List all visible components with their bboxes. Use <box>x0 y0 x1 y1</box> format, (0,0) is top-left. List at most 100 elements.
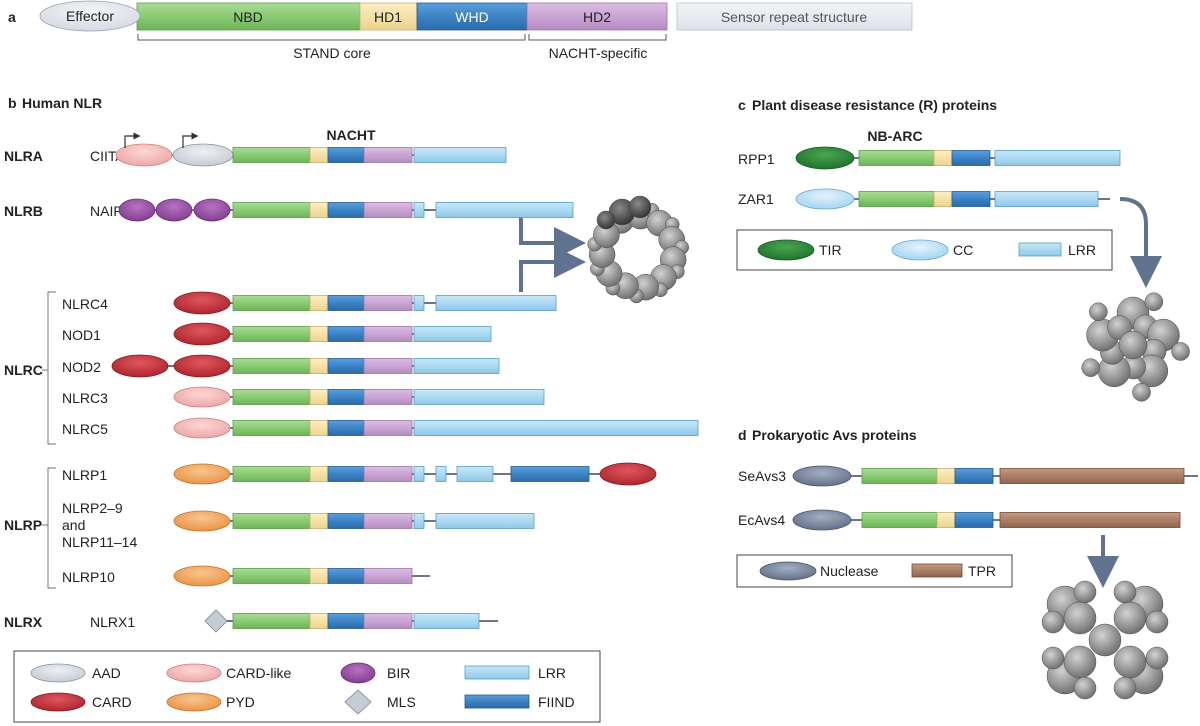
hd1-label: HD1 <box>374 9 402 25</box>
avs-tetramer-structure <box>1041 580 1169 700</box>
hd1-domain <box>936 468 956 484</box>
nacht-header: NACHT <box>327 127 376 143</box>
legend-mls: MLS <box>387 694 416 710</box>
plant-r-rows <box>795 146 1121 210</box>
hd1-domain <box>309 613 329 629</box>
whd-domain <box>327 295 365 311</box>
panel-a-letter: a <box>8 9 16 25</box>
protein-nlrp1: NLRP1 <box>62 467 107 483</box>
panel-c-title: Plant disease resistance (R) proteins <box>752 97 997 113</box>
protein-nod1: NOD1 <box>62 327 101 343</box>
protein-nlrp11-14: NLRP11–14 <box>62 534 137 550</box>
hd2-domain <box>363 202 413 218</box>
legend-tir: TIR <box>819 242 842 258</box>
cc-icon <box>891 239 949 261</box>
inflammasome-arrow-icon <box>519 246 586 292</box>
avs-subunit <box>1113 645 1147 679</box>
nbd-domain <box>232 420 311 436</box>
hd1-domain <box>309 513 329 529</box>
panel-d-letter: d <box>738 427 747 443</box>
card-domain-icon <box>173 291 231 315</box>
protein-nlrp-and: and <box>62 517 85 533</box>
whd-domain <box>327 326 365 342</box>
cc-domain-icon <box>795 188 855 210</box>
nuc-domain-icon <box>792 465 852 487</box>
lrr-icon <box>464 665 530 680</box>
nbd-domain <box>232 295 311 311</box>
hd2-domain <box>363 466 413 482</box>
human-nlr-legend-box <box>13 650 601 723</box>
resistosome-subunit <box>1144 292 1164 312</box>
tpr-domain <box>999 512 1181 528</box>
avs-subunit <box>1073 580 1097 604</box>
avs-subunit <box>1063 601 1097 635</box>
hd2-domain <box>363 295 413 311</box>
protein-nlrp10: NLRP10 <box>62 569 115 585</box>
bir-icon <box>340 662 376 684</box>
effector-label: Effector <box>66 8 114 24</box>
card-domain-icon <box>173 354 231 378</box>
naip-subunit <box>596 210 616 230</box>
whd-label: WHD <box>455 9 488 25</box>
nbd-domain <box>232 513 311 529</box>
whd-domain <box>951 191 991 207</box>
fiind-icon <box>464 694 530 709</box>
whd-domain <box>327 389 365 405</box>
protein-nlrc3: NLRC3 <box>62 390 108 406</box>
lrr-domain <box>994 191 1099 207</box>
legend-card-like: CARD-like <box>226 665 292 681</box>
protein-nlrp2-9: NLRP2–9 <box>62 500 123 516</box>
panel-b-letter: b <box>8 95 17 111</box>
legend-fiind: FIIND <box>538 694 575 710</box>
whd-domain <box>327 568 365 584</box>
avs-subunit <box>1145 610 1169 634</box>
lrr-domain <box>994 150 1121 166</box>
hd2-domain <box>363 389 413 405</box>
legend-bir: BIR <box>387 665 410 681</box>
nbd-domain <box>232 389 311 405</box>
protein-nod2: NOD2 <box>62 359 101 375</box>
nacht-specific-bracket <box>528 34 667 41</box>
mls-domain-icon <box>204 609 228 633</box>
lrr-domain <box>435 202 574 218</box>
hd1-domain <box>309 326 329 342</box>
lrr-domain <box>413 326 492 342</box>
resistosome-subunit <box>1089 302 1108 322</box>
cardl-domain-icon <box>115 143 173 167</box>
nlrc-group-bracket <box>42 291 56 445</box>
panel-b: b Human NLR NACHT NLRA NLRB NLRC NLRP NL… <box>4 95 699 723</box>
protein-ecavs4: EcAvs4 <box>738 512 785 528</box>
whd-domain <box>327 466 365 482</box>
human-nlr-rows <box>111 143 699 633</box>
avs-rows <box>792 465 1198 531</box>
resistosome-subunit <box>1081 358 1100 377</box>
protein-nlrx1: NLRX1 <box>90 614 135 630</box>
lrr-domain <box>413 202 425 218</box>
fiind-domain <box>510 466 590 482</box>
naip-nlrc4-inflammasome-structure <box>587 195 689 304</box>
stand-core-label: STAND core <box>293 45 371 61</box>
legend-pyd: PYD <box>226 694 255 710</box>
tss-arrow-icon <box>182 132 199 148</box>
protein-nlrc5: NLRC5 <box>62 421 108 437</box>
resistosome-subunit <box>1118 330 1148 360</box>
ring-pore <box>622 236 654 268</box>
whd-domain <box>327 358 365 374</box>
panel-d-title: Prokaryotic Avs proteins <box>752 427 917 443</box>
whd-segment <box>416 2 528 31</box>
aad-icon <box>30 663 86 683</box>
nuc-domain-icon <box>792 509 852 531</box>
whd-domain <box>327 202 365 218</box>
legend-aad: AAD <box>92 665 121 681</box>
tir-icon <box>757 239 815 261</box>
lrr-domain <box>435 466 447 482</box>
nbd-domain <box>232 613 311 629</box>
group-nlrx: NLRX <box>4 614 43 630</box>
avs-subunit <box>1145 646 1169 670</box>
group-nlra: NLRA <box>4 148 43 164</box>
naip-subunit <box>628 195 652 219</box>
whd-domain <box>327 147 365 163</box>
avs-subunit <box>1113 601 1147 635</box>
lrr-domain <box>413 389 545 405</box>
